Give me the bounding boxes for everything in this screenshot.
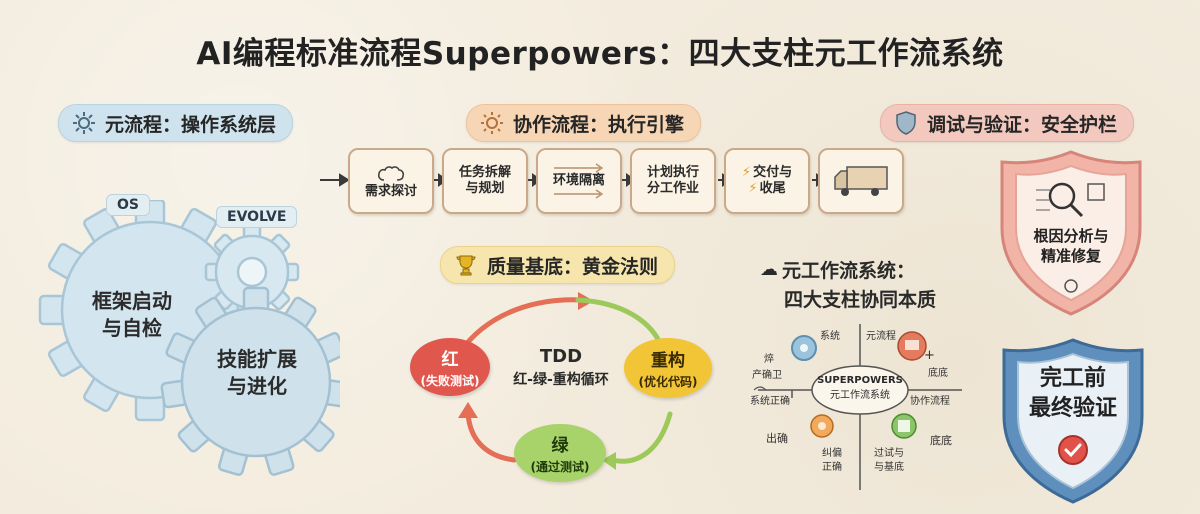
gear-right-line1: 技能扩展 (217, 347, 297, 371)
meta-process-header: 元流程：操作系统层 (58, 104, 294, 142)
hub-label-bottom-right2: 底底 (930, 434, 952, 447)
shield-root-cause (1000, 150, 1142, 316)
gear-medium-icon (160, 286, 340, 476)
step-task-breakdown-line1: 任务拆解 (458, 164, 511, 180)
lightning-icon: ⚡ (748, 181, 758, 196)
hub-label-correct-fix: 纠偏 (822, 448, 842, 459)
tdd-green-sub: (通过测试) (530, 460, 590, 474)
lightning-icon: ⚡ (741, 164, 752, 180)
step-delivery-row: ⚡ 交付与 (742, 165, 792, 181)
arrow-decoration-icon (554, 163, 604, 173)
tdd-title: TDD (539, 346, 583, 367)
gears-illustration (38, 200, 340, 476)
tdd-red-label: 红 (441, 350, 459, 370)
tdd-red-node: 红 (失败测试) (410, 338, 490, 396)
shield-icon (896, 111, 916, 135)
tdd-cycle-arrows (457, 292, 673, 470)
quality-header: 质量基底：黄金法则 (440, 246, 676, 284)
meta-system-title-line2: 四大支柱协同本质 (783, 289, 936, 311)
step-env-isolation-text: 环境隔离 (552, 172, 605, 188)
gear-left-line1: 框架启动 (92, 289, 172, 313)
step-plan-execution-line2: 分工作业 (646, 181, 699, 196)
tdd-subtitle: 红-绿-重构循环 (513, 372, 609, 388)
step-requirements-text: 需求探讨 (364, 183, 417, 199)
trophy-icon (456, 255, 476, 276)
tdd-refactor-sub: (优化代码) (638, 375, 698, 389)
shield-top-line2: 精准修复 (1040, 247, 1101, 266)
hub-line2: 元工作流系统 (830, 390, 890, 401)
meta-system-hub (753, 324, 962, 490)
collab-process-header-text: 协作流程：执行引擎 (513, 113, 685, 136)
step-plan-execution-line1: 计划执行 (646, 164, 699, 180)
step-delivery-line2: 收尾 (759, 181, 786, 196)
shield-bottom-text: 完工前 最终验证 (1018, 364, 1128, 423)
hub-label-collab-flow: 协作流程 (910, 396, 950, 407)
shield-bottom-line1: 完工前 (1039, 366, 1106, 391)
gear-icon (73, 112, 95, 134)
hub-label-system: 系统 (820, 331, 840, 342)
step-task-breakdown: 任务拆解 与规划 (442, 148, 528, 214)
chip-icon (1036, 183, 1105, 211)
step-delivery-row2: ⚡ 收尾 (748, 181, 785, 197)
step-task-breakdown-line2: 与规划 (465, 181, 505, 196)
hub-label-correct: 正确 (822, 462, 842, 473)
hub-label-out-correct: 出确 (766, 432, 788, 445)
meta-system-title: ☁ 元工作流系统： 四大支柱协同本质 (760, 256, 960, 312)
step-requirements: 需求探讨 (348, 148, 434, 214)
collab-process-header: 协作流程：执行引擎 (466, 104, 702, 142)
gear-right-line2: 与进化 (227, 374, 287, 398)
hub-label-system-correct: 系统正确 (750, 396, 790, 407)
shield-top-line1: 根因分析与 (1033, 227, 1109, 245)
hub-label-produce: 产确卫 (752, 370, 782, 381)
bug-icon (1064, 279, 1078, 293)
step-shipping (818, 148, 904, 214)
tdd-refactor-label: 重构 (651, 351, 685, 371)
debug-header: 调试与验证：安全护栏 (880, 104, 1135, 142)
gear-orange-icon (810, 414, 834, 438)
gear-blue-icon (791, 335, 817, 361)
arrow-decoration-icon (554, 189, 604, 199)
meta-system-title-row: ☁ 元工作流系统： (760, 256, 960, 283)
gear-right-label: 技能扩展 与进化 (198, 346, 316, 400)
robot-icon (897, 331, 927, 361)
step-delivery: ⚡ 交付与 ⚡ 收尾 (724, 148, 810, 214)
hub-label-plus: + (924, 348, 935, 363)
meta-process-header-text: 元流程：操作系统层 (105, 113, 277, 136)
shield-bottom-line2: 最终验证 (1028, 395, 1117, 421)
check-circle-icon (1058, 435, 1088, 465)
tdd-green-node: 绿 (通过测试) (514, 424, 606, 482)
meta-system-title-line1: 元工作流系统： (782, 260, 916, 282)
step-delivery-line1: 交付与 (753, 164, 793, 180)
shield-final-check (1002, 338, 1144, 504)
tdd-center: TDD 红-绿-重构循环 (496, 346, 626, 389)
hub-label-top-left: 焠 (764, 354, 774, 365)
hub-label-with-base: 与基底 (874, 462, 904, 473)
quality-header-text: 质量基底：黄金法则 (487, 255, 659, 278)
hub-label-test-with: 过试与 (874, 448, 904, 459)
brain-icon (377, 166, 405, 181)
magnifier-icon (1048, 182, 1084, 218)
shield-top-text: 根因分析与 精准修复 (1026, 226, 1116, 267)
sun-icon (481, 112, 503, 134)
truck-icon (834, 166, 888, 196)
cloud-icon: ☁ (760, 259, 778, 280)
hub-label-meta-flow: 元流程 (866, 331, 896, 342)
gear-left-label: 框架启动 与自检 (72, 288, 192, 342)
hub-center: SUPERPOWERS 元工作流系统 (812, 375, 908, 401)
evolve-tag: EVOLVE (216, 206, 298, 228)
debug-header-text: 调试与验证：安全护栏 (927, 113, 1118, 136)
page-title: AI编程标准流程Superpowers：四大支柱元工作流系统 (196, 36, 1004, 72)
tdd-refactor-node: 重构 (优化代码) (624, 338, 712, 398)
os-tag: OS (106, 194, 150, 216)
checkbox-icon (891, 413, 917, 439)
gear-left-line2: 与自检 (102, 316, 162, 340)
tdd-red-sub: (失败测试) (420, 374, 480, 388)
hub-line1: SUPERPOWERS (817, 375, 903, 386)
gear-small-icon (204, 224, 300, 320)
hub-label-bottom-r: 底底 (928, 368, 948, 379)
step-env-isolation: 环境隔离 (536, 148, 622, 214)
tdd-green-label: 绿 (551, 436, 569, 456)
step-plan-execution: 计划执行 分工作业 (630, 148, 716, 214)
